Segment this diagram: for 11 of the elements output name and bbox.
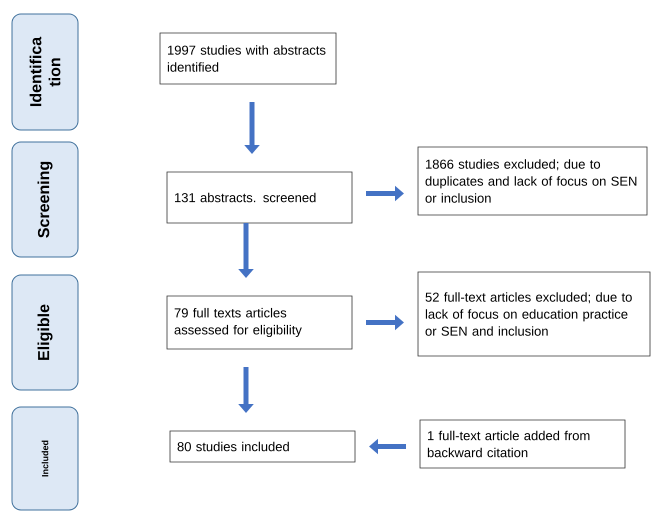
process-box: 1997 studies with abstracts identified <box>160 32 336 84</box>
process-box: 80 studies included <box>170 430 356 462</box>
stage-box: Included <box>12 406 78 510</box>
stage-box: Screening <box>12 142 78 258</box>
process-box: 1 full-text article added from backward citation <box>420 420 626 468</box>
stage-box: Identifica tion <box>12 14 78 130</box>
process-box: 52 full-text articles excluded; due to lack of focus on education practice or SEN and inclusion <box>418 272 650 356</box>
process-box: 1866 studies excluded; due to duplicates and lack of focus on SEN or inclusion <box>418 146 648 216</box>
process-box: 79 full texts articles assessed for eligibility <box>166 296 352 350</box>
stage-box: Eligible <box>12 274 78 390</box>
process-box: 131 abstracts. screened <box>166 172 352 224</box>
